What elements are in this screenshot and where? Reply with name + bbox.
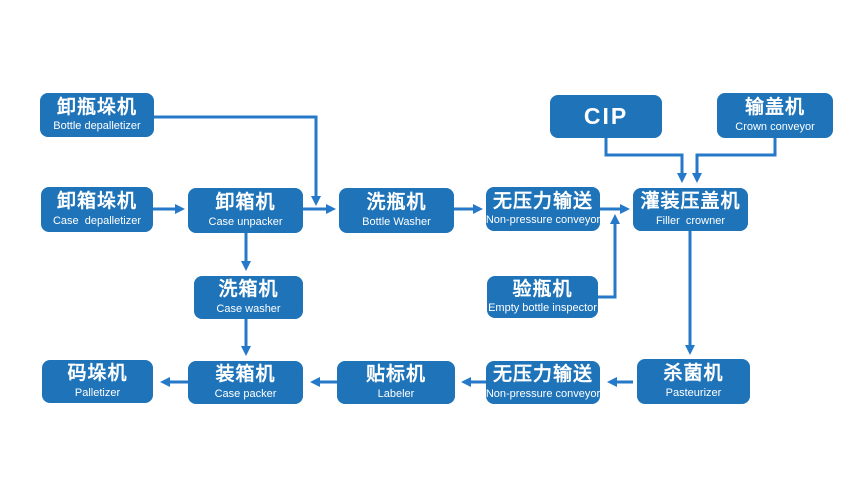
node-label-zh: 输盖机 <box>744 97 805 118</box>
node-label-en: Case washer <box>216 302 281 315</box>
arrow-cip-to-filler-crowner <box>604 138 687 183</box>
node-label-en: Non-pressure conveyor <box>485 387 601 400</box>
node-label-en: Empty bottle inspector <box>488 302 597 315</box>
node-labeler: 贴标机 Labeler <box>337 361 455 404</box>
node-empty-bottle-inspector: 验瓶机 Empty bottle inspector <box>487 276 598 318</box>
node-label-zh: 装箱机 <box>215 364 276 385</box>
node-label-en: Case packer <box>214 387 277 400</box>
node-bottle-washer: 洗瓶机 Bottle Washer <box>339 188 454 233</box>
arrow-crown-conveyor-to-filler-crowner <box>692 138 777 183</box>
node-label-zh: 无压力输送 <box>492 190 593 212</box>
node-label-en: Crown conveyor <box>735 120 815 133</box>
node-bottle-depalletizer: 卸瓶垛机 Bottle depalletizer <box>40 93 154 137</box>
node-case-unpacker: 卸箱机 Case unpacker <box>188 188 303 233</box>
node-label-en: Filler crowner <box>655 214 726 227</box>
node-label-zh: 洗瓶机 <box>366 192 427 213</box>
node-label-zh: 贴标机 <box>365 364 426 385</box>
node-label-zh: CIP <box>583 102 629 129</box>
node-label-en: Case depalletizer <box>52 214 142 227</box>
node-palletizer: 码垛机 Palletizer <box>42 360 153 403</box>
node-label-zh: 杀菌机 <box>663 363 724 384</box>
node-crown-conveyor: 输盖机 Crown conveyor <box>717 93 833 138</box>
node-label-zh: 洗箱机 <box>218 279 279 300</box>
node-label-zh: 卸箱机 <box>215 192 276 213</box>
node-label-en: Case unpacker <box>208 215 283 228</box>
node-non-pressure-conveyor-bottom: 无压力输送 Non-pressure conveyor <box>486 361 600 404</box>
node-label-en: Non-pressure conveyor <box>485 214 601 227</box>
node-non-pressure-conveyor-top: 无压力输送 Non-pressure conveyor <box>486 187 600 231</box>
node-label-zh: 灌装压盖机 <box>640 191 741 212</box>
node-case-packer: 装箱机 Case packer <box>188 361 303 404</box>
node-label-zh: 码垛机 <box>67 363 128 384</box>
node-cip: CIP <box>550 95 662 138</box>
node-label-zh: 无压力输送 <box>492 364 593 385</box>
node-label-en: Palletizer <box>74 386 121 399</box>
arrow-empty-bottle-inspector-to-line <box>598 214 620 299</box>
node-case-washer: 洗箱机 Case washer <box>194 276 303 319</box>
arrow-bottle-depalletizer-to-line <box>154 115 321 206</box>
node-label-en: Labeler <box>377 387 415 400</box>
node-case-depalletizer: 卸箱垛机 Case depalletizer <box>41 187 153 232</box>
node-label-en: Bottle depalletizer <box>53 120 141 133</box>
node-label-en: Pasteurizer <box>665 386 722 399</box>
node-label-zh: 卸箱垛机 <box>56 191 137 212</box>
node-label-en: Bottle Washer <box>362 215 431 228</box>
node-filler-crowner: 灌装压盖机 Filler crowner <box>633 188 748 231</box>
node-label-zh: 验瓶机 <box>512 278 573 300</box>
node-pasteurizer: 杀菌机 Pasteurizer <box>637 359 750 404</box>
node-label-zh: 卸瓶垛机 <box>56 96 137 118</box>
